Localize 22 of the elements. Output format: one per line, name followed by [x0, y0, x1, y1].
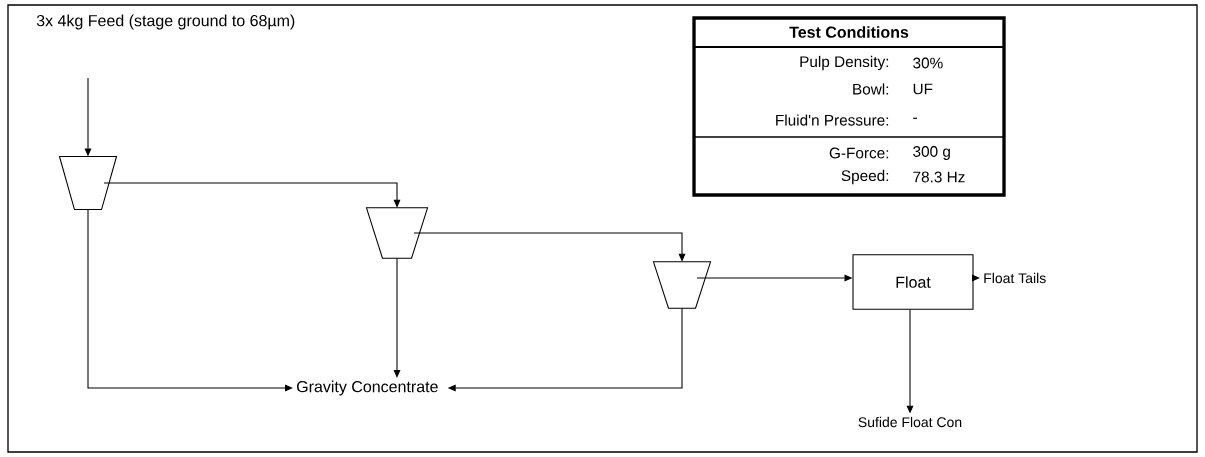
- stream-label: Gravity Concentrate: [297, 380, 438, 396]
- stream-label: 3x 4kg Feed (stage ground to 68µm): [36, 14, 295, 30]
- separator-symbol: [58, 155, 118, 211]
- table-cell: Pulp Density:: [800, 55, 889, 71]
- table-cell: Fluid'n Pressure:: [776, 114, 889, 126]
- table-cell: 78.3 Hz: [913, 171, 965, 183]
- process-box: Float: [852, 254, 974, 310]
- arrow: [971, 274, 980, 282]
- arrow: [87, 209, 293, 392]
- table-cell: Speed:: [841, 169, 889, 185]
- stream-label: Float Tails: [984, 272, 1046, 284]
- stream-label: Sufide Float Con: [858, 416, 962, 428]
- table-cell: 300 g: [913, 146, 950, 160]
- separator-symbol: [652, 261, 712, 309]
- table-cell: -: [913, 117, 917, 119]
- arrow: [393, 257, 401, 378]
- table-cell: Bowl:: [853, 83, 889, 95]
- table-cell: G-Force:: [829, 147, 889, 159]
- table-cell: UF: [913, 83, 933, 95]
- separator-symbol: [365, 207, 429, 259]
- table-cell: 30%: [913, 57, 943, 69]
- table-title: Test Conditions: [789, 26, 909, 38]
